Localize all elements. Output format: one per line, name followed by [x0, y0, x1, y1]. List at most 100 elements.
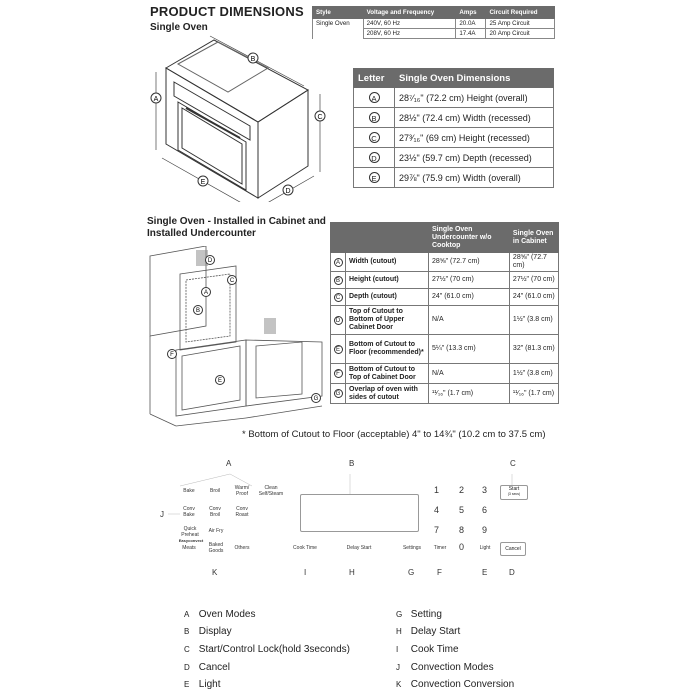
oven-callout: C [317, 114, 322, 121]
oven-drawing: A B C D E [150, 35, 326, 202]
table-row: E 29⅞" (75.9 cm) Width (overall) [353, 167, 554, 188]
dimension-text: 28½" (72.4 cm) Width (recessed) [394, 107, 554, 128]
keypad-6[interactable]: 6 [482, 505, 488, 515]
baked-goods-button[interactable]: Baked Goods [208, 542, 224, 554]
letter-badge: A [368, 92, 380, 103]
legend-key: J [396, 663, 400, 672]
timer-button[interactable]: Timer [433, 545, 447, 551]
page-title: PRODUCT DIMENSIONS [150, 4, 304, 19]
inst-value-cabinet: 1½" (3.8 cm) [508, 363, 560, 384]
callout-leader-lines [168, 473, 513, 515]
delay-start-button[interactable]: Delay Start [346, 545, 372, 551]
light-button[interactable]: Light [479, 545, 491, 551]
oven-callout: D [285, 188, 290, 195]
letter-badge: B [333, 275, 343, 285]
inst-desc: Depth (cutout) [345, 288, 429, 306]
quick-preheat-button[interactable]: Quick Preheat [181, 526, 199, 538]
keypad-1[interactable]: 1 [434, 485, 440, 495]
table-row: B Height (cutout) 27½" (70 cm) 27½" (70 … [330, 271, 560, 289]
callout-letter: B [349, 459, 355, 468]
start-button-label: Start [508, 486, 520, 492]
keypad-4[interactable]: 4 [434, 505, 440, 515]
cabinet-callout: G [314, 396, 319, 402]
inst-value-cabinet: ¹¹⁄₁₆" (1.7 cm) [508, 383, 560, 404]
callout-letter: J [160, 510, 164, 519]
letter-badge: D [368, 152, 380, 163]
inst-value-cabinet: 1½" (3.8 cm) [508, 305, 560, 335]
spec-header-circuit: Circuit Required [485, 6, 555, 19]
inst-header-undercounter: Single Oven Undercounter w/o Cooktop [428, 222, 510, 253]
keypad-0[interactable]: 0 [459, 542, 465, 552]
spec-header-voltage: Voltage and Frequency [362, 6, 457, 19]
conv-broil-button[interactable]: Conv Broil [209, 506, 221, 518]
keypad-3[interactable]: 3 [482, 485, 488, 495]
inst-desc: Width (cutout) [345, 252, 429, 272]
legend-item: K Convection Conversion [396, 679, 514, 690]
inst-value-cabinet: 32" (81.3 cm) [508, 334, 560, 364]
cabinet-callout: A [204, 290, 208, 296]
callout-letter: C [510, 459, 516, 468]
spec-cell: Single Oven [312, 18, 364, 29]
letter-badge: D [333, 315, 343, 325]
cook-time-button[interactable]: Cook Time [293, 545, 317, 551]
start-button-sublabel: (3 secs) [507, 492, 521, 496]
spec-cell: 17.4A [455, 28, 487, 39]
table-row: G Overlap of oven with sides of cutout ¹… [330, 383, 560, 404]
legend-item: I Cook Time [396, 644, 459, 655]
others-button[interactable]: Others [234, 545, 250, 551]
legend-label: Convection Modes [410, 662, 494, 673]
legend-item: G Setting [396, 609, 442, 620]
air-fry-button[interactable]: Air Fry [208, 528, 224, 534]
letter-badge: E [368, 172, 380, 183]
settings-button[interactable]: Settings [402, 545, 422, 551]
callout-letter: K [212, 568, 218, 577]
callout-letter: G [408, 568, 415, 577]
start-button[interactable]: Start (3 secs) [500, 485, 528, 500]
legend-key: H [396, 627, 402, 636]
keypad-7[interactable]: 7 [434, 525, 440, 535]
inst-header-cabinet: Single Oven in Cabinet [508, 222, 560, 253]
keypad-2[interactable]: 2 [459, 485, 465, 495]
inst-value-undercounter: 28⅝" (72.7 cm) [428, 252, 510, 272]
inst-value-cabinet: 24" (61.0 cm) [508, 288, 560, 306]
cabinet-callout: D [208, 258, 213, 264]
section-title-installed: Single Oven - Installed in Cabinet and I… [147, 216, 326, 239]
clean-button[interactable]: Clean Self/Steam [258, 485, 284, 497]
dim-header-dimensions: Single Oven Dimensions [394, 68, 554, 88]
installed-dimensions-table: Single Oven Undercounter w/o Cooktop Sin… [330, 222, 560, 404]
warm-proof-button[interactable]: Warm/ Proof [234, 485, 250, 497]
legend-item: A Oven Modes [184, 609, 255, 620]
conv-bake-button[interactable]: Conv Bake [183, 506, 195, 518]
conv-roast-button[interactable]: Conv Roast [235, 506, 249, 518]
oven-callout: B [251, 56, 256, 63]
cabinet-callout: B [196, 308, 200, 314]
single-oven-dimensions-table: Letter Single Oven Dimensions A 28⁷⁄₁₆" … [353, 68, 554, 188]
legend-label: Start/Control Lock(hold 3seconds) [198, 644, 350, 655]
electrical-spec-table: Style Voltage and Frequency Amps Circuit… [312, 6, 555, 39]
spec-cell: 20 Amp Circuit [485, 28, 555, 39]
inst-value-cabinet: 28⅝" (72.7 cm) [508, 252, 560, 272]
broil-button[interactable]: Broil [209, 488, 220, 494]
letter-badge: G [333, 389, 343, 398]
bake-button[interactable]: Bake [183, 488, 195, 494]
cabinet-drawing: A B C D E F G [149, 246, 323, 427]
cancel-button[interactable]: Cancel [500, 542, 526, 556]
table-row: D Top of Cutout to Bottom of Upper Cabin… [330, 305, 560, 335]
table-row: B 28½" (72.4 cm) Width (recessed) [353, 107, 554, 128]
letter-badge: A [333, 257, 343, 267]
spec-cell: 240V, 60 Hz [362, 18, 457, 29]
spec-cell: 20.0A [455, 18, 487, 29]
legend-key: B [184, 627, 190, 636]
inst-desc: Overlap of oven with sides of cutout [345, 383, 429, 404]
legend-key: A [184, 610, 190, 619]
callout-letter: A [226, 459, 232, 468]
table-row: A Width (cutout) 28⅝" (72.7 cm) 28⅝" (72… [330, 252, 560, 272]
inst-value-undercounter: N/A [428, 305, 510, 335]
meats-button[interactable]: Meats [182, 545, 196, 551]
keypad-9[interactable]: 9 [482, 525, 488, 535]
inst-desc: Height (cutout) [345, 271, 429, 289]
keypad-8[interactable]: 8 [459, 525, 465, 535]
keypad-5[interactable]: 5 [459, 505, 465, 515]
legend-label: Cook Time [410, 644, 459, 655]
table-row: E Bottom of Cutout to Floor (recommended… [330, 334, 560, 364]
